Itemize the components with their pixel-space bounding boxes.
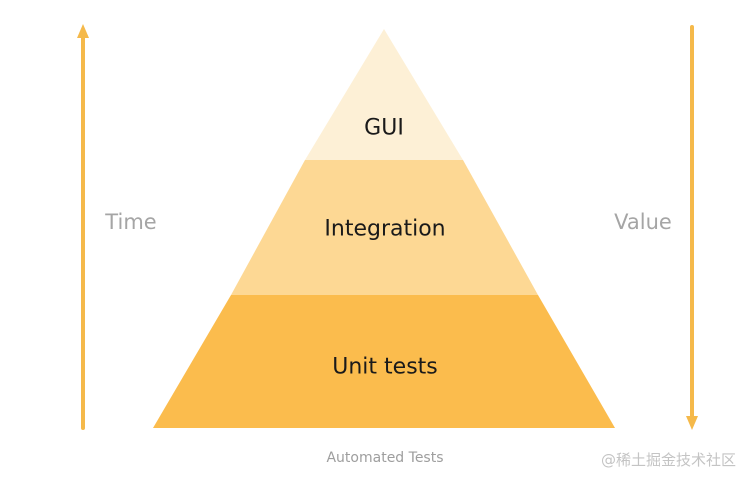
time-arrow-head	[77, 24, 89, 38]
tier-unit-tests-label: Unit tests	[332, 354, 438, 380]
value-axis-label: Value	[614, 210, 672, 234]
tier-gui-label: GUI	[364, 115, 404, 141]
tier-gui-shape	[305, 29, 463, 160]
tier-integration-label: Integration	[324, 216, 446, 242]
tier-unit-tests-shape	[153, 295, 615, 428]
tier-integration-shape	[231, 160, 538, 295]
pyramid-caption: Automated Tests	[326, 450, 444, 466]
value-arrow-head	[686, 416, 698, 430]
watermark-text: @稀土掘金技术社区	[600, 451, 736, 469]
time-axis-label: Time	[105, 210, 157, 234]
